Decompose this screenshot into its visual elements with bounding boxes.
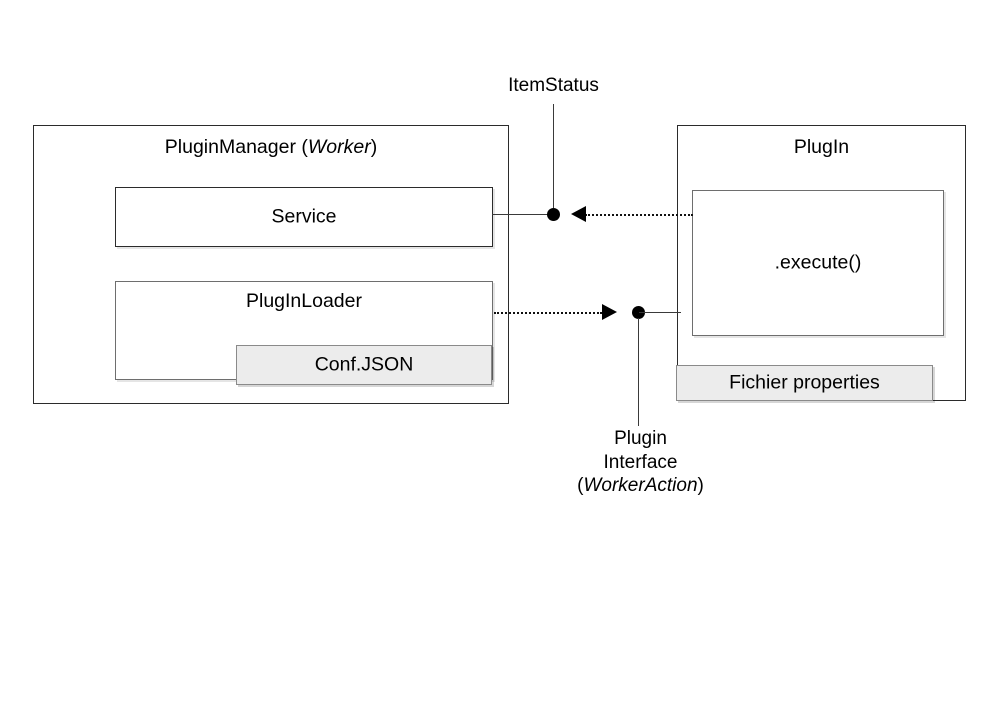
item-status-label: ItemStatus <box>508 75 599 96</box>
plugin-manager-box[interactable]: PluginManager (Worker) Service PlugInLoa… <box>33 125 509 404</box>
plugin-interface-label-line1: Plugin <box>614 428 667 449</box>
properties-file-box[interactable]: Fichier properties <box>676 365 933 401</box>
plugin-title: PlugIn <box>793 136 850 158</box>
plugin-interface-dotted-line <box>494 312 602 314</box>
conf-json-label: Conf.JSON <box>314 353 414 376</box>
plugin-interface-solid-stub <box>639 312 681 313</box>
plugin-manager-title-main: PluginManager ( <box>164 136 308 158</box>
conf-json-box[interactable]: Conf.JSON <box>236 345 492 385</box>
plugin-interface-label-line3-close: ) <box>697 475 704 496</box>
plugin-interface-leader-line <box>638 318 639 426</box>
plugin-interface-label: Plugin Interface (WorkerAction) <box>538 427 743 498</box>
properties-file-label: Fichier properties <box>729 371 880 394</box>
plugin-interface-label-line3-italic: WorkerAction <box>583 475 698 496</box>
plugin-manager-title-italic: Worker <box>307 136 371 158</box>
service-label: Service <box>271 205 337 228</box>
plugin-manager-title-close: ) <box>370 136 378 158</box>
plugin-manager-title: PluginManager (Worker) <box>34 136 508 159</box>
plugin-box[interactable]: PlugIn .execute() <box>677 125 966 401</box>
plugin-interface-label-line2: Interface <box>603 451 678 473</box>
item-status-junction-dot <box>547 208 560 221</box>
item-status-solid-stub <box>492 214 554 215</box>
plugin-interface-junction-dot <box>632 306 645 319</box>
plugin-interface-label-line3-open: ( <box>577 475 584 496</box>
execute-box[interactable]: .execute() <box>692 190 944 336</box>
plugin-interface-arrowhead-icon <box>602 304 617 320</box>
plugin-loader-label: PlugInLoader <box>245 290 362 312</box>
service-box[interactable]: Service <box>115 187 493 247</box>
item-status-arrowhead-icon <box>571 206 586 222</box>
item-status-dotted-line <box>585 214 693 216</box>
execute-label: .execute() <box>774 251 862 274</box>
item-status-leader-line <box>553 104 554 208</box>
